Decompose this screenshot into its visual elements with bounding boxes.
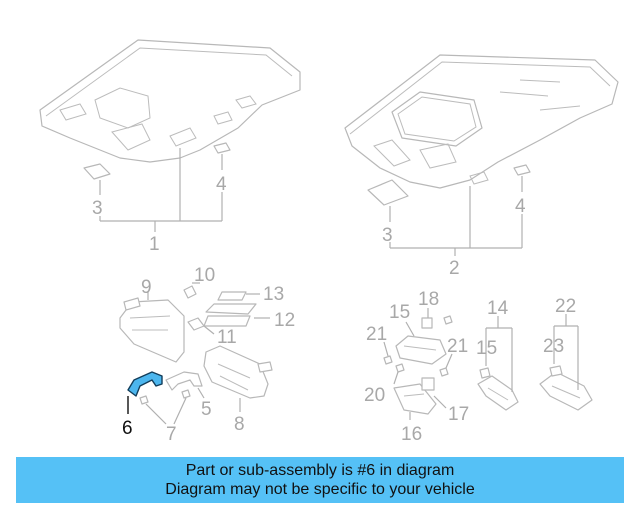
sun-visor-left-9 bbox=[119, 297, 185, 363]
sun-visor-right-8 bbox=[203, 345, 273, 399]
visor-clip-11 bbox=[187, 317, 215, 335]
map-lamp-16 bbox=[395, 321, 447, 365]
callout-7: 7 bbox=[166, 424, 177, 445]
callout-4-left: 4 bbox=[216, 174, 227, 195]
callout-18: 17 bbox=[448, 404, 469, 425]
callout-1: 1 bbox=[149, 234, 160, 255]
screw-20 bbox=[393, 363, 405, 385]
assist-grip-5 bbox=[165, 371, 205, 399]
bulb-socket-18 bbox=[421, 377, 447, 409]
lamp-assembly-14 bbox=[477, 316, 519, 411]
callout-10: 10 bbox=[194, 265, 215, 286]
callout-14: 14 bbox=[487, 298, 509, 319]
clip-4-right bbox=[513, 164, 531, 176]
parts-diagram: 3 4 1 3 4 2 bbox=[39, 39, 619, 445]
banner-line-2: Diagram may not be specific to your vehi… bbox=[165, 481, 475, 498]
callout-11: 11 bbox=[217, 327, 237, 348]
callout-15: 15 bbox=[476, 338, 497, 359]
callout-20: 20 bbox=[364, 385, 385, 406]
clip-4-left bbox=[213, 142, 231, 154]
callout-19: 18 bbox=[418, 289, 439, 310]
leaders-1 bbox=[99, 148, 223, 232]
clip-21-left bbox=[383, 341, 393, 365]
callout-6: 6 bbox=[122, 418, 133, 439]
callout-23: 23 bbox=[543, 336, 564, 357]
callout-13: 13 bbox=[263, 284, 284, 305]
callout-17: 16 bbox=[401, 424, 422, 445]
mirror-cover-13 bbox=[217, 291, 260, 301]
callout-16: 15 bbox=[389, 302, 410, 323]
vanity-mirror-12 bbox=[203, 303, 270, 327]
callout-5: 5 bbox=[201, 399, 212, 420]
assist-grip-6-highlighted bbox=[127, 371, 163, 414]
bulb-19 bbox=[421, 308, 453, 329]
lamp-assembly-22 bbox=[539, 314, 593, 411]
headliner-with-sunroof bbox=[344, 54, 619, 189]
callout-4-right: 4 bbox=[515, 196, 526, 217]
callout-22: 22 bbox=[555, 296, 576, 317]
map-lamp-bracket-3-left bbox=[83, 163, 111, 180]
info-banner: Part or sub-assembly is #6 in diagram Di… bbox=[16, 457, 624, 503]
callout-21-right: 21 bbox=[447, 336, 468, 357]
callout-21-left: 21 bbox=[366, 324, 387, 345]
callout-8: 8 bbox=[234, 414, 245, 435]
callout-9: 9 bbox=[141, 277, 152, 298]
leader-9-8 bbox=[147, 292, 241, 412]
grip-screws-7 bbox=[139, 389, 191, 425]
callout-3-left: 3 bbox=[92, 198, 103, 219]
visor-hook-10 bbox=[183, 282, 200, 299]
clip-21-right bbox=[439, 353, 453, 377]
callout-12: 12 bbox=[274, 310, 295, 331]
map-lamp-bracket-3-right bbox=[367, 179, 409, 206]
leaders-2 bbox=[389, 176, 523, 256]
callout-2: 2 bbox=[449, 258, 460, 279]
banner-line-1: Part or sub-assembly is #6 in diagram bbox=[185, 462, 455, 479]
callout-3-right: 3 bbox=[382, 225, 393, 246]
headliner-without-sunroof bbox=[39, 39, 301, 163]
bracket-17 bbox=[393, 383, 437, 420]
